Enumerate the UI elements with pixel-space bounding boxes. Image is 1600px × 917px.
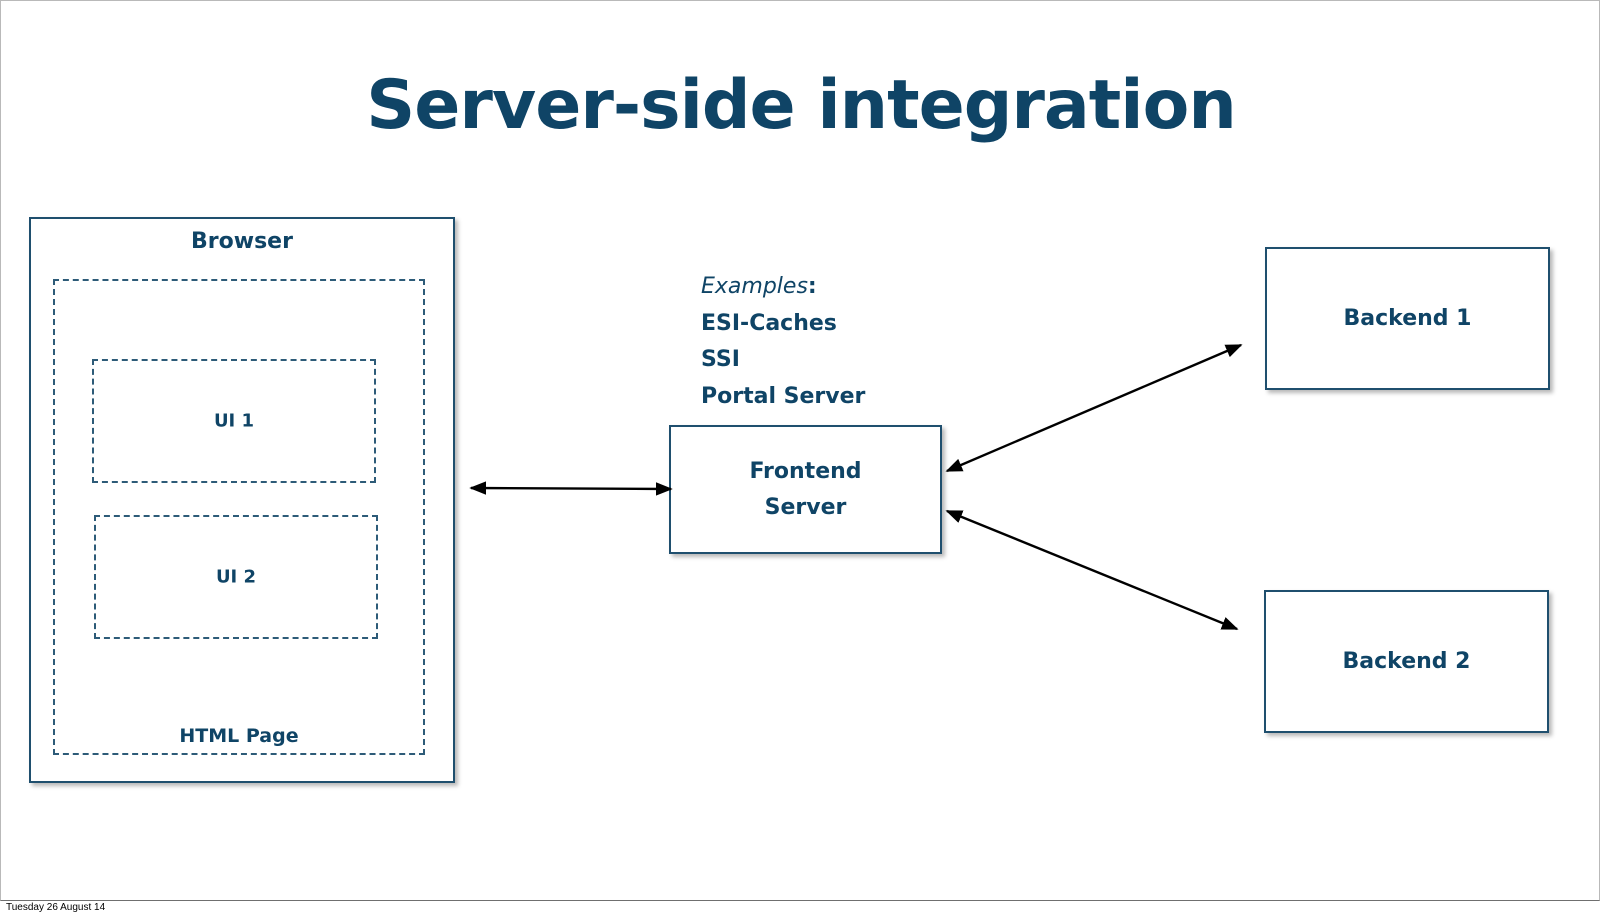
browser-label: Browser [191, 229, 293, 254]
html-page-label: HTML Page [179, 725, 299, 747]
backend1-box: Backend 1 [1265, 247, 1550, 390]
frontend-server-line2: Server [764, 494, 847, 520]
ui1-label: UI 1 [213, 410, 255, 432]
ui2-region: UI 2 [94, 515, 378, 639]
arrow-frontend-backend1 [945, 343, 1243, 473]
example-item: ESI-Caches [701, 310, 837, 336]
slide-title: Server-side integration [366, 66, 1236, 145]
examples-heading-colon: : [807, 274, 817, 299]
html-page-region: HTML Page [53, 279, 425, 755]
examples-heading-text: Examples [701, 274, 808, 299]
frontend-server-label: Frontend Server [671, 454, 940, 526]
arrow-browser-frontend [469, 481, 673, 496]
examples-list: Examples: ESI-Caches SSI Portal Server [701, 269, 865, 415]
backend2-label: Backend 2 [1342, 648, 1471, 674]
ui2-label: UI 2 [215, 566, 257, 588]
frontend-server-line1: Frontend [749, 458, 862, 484]
browser-box: Browser HTML Page UI 1 UI 2 [29, 217, 455, 783]
ui1-region: UI 1 [92, 359, 376, 483]
backend1-label: Backend 1 [1343, 305, 1472, 331]
examples-heading: Examples: [701, 269, 865, 306]
backend2-box: Backend 2 [1264, 590, 1549, 733]
example-item: SSI [701, 347, 740, 372]
example-item: Portal Server [701, 383, 866, 409]
frontend-server-box: Frontend Server [669, 425, 942, 554]
footer-date: Tuesday 26 August 14 [6, 902, 106, 913]
arrow-frontend-backend2 [945, 509, 1239, 631]
